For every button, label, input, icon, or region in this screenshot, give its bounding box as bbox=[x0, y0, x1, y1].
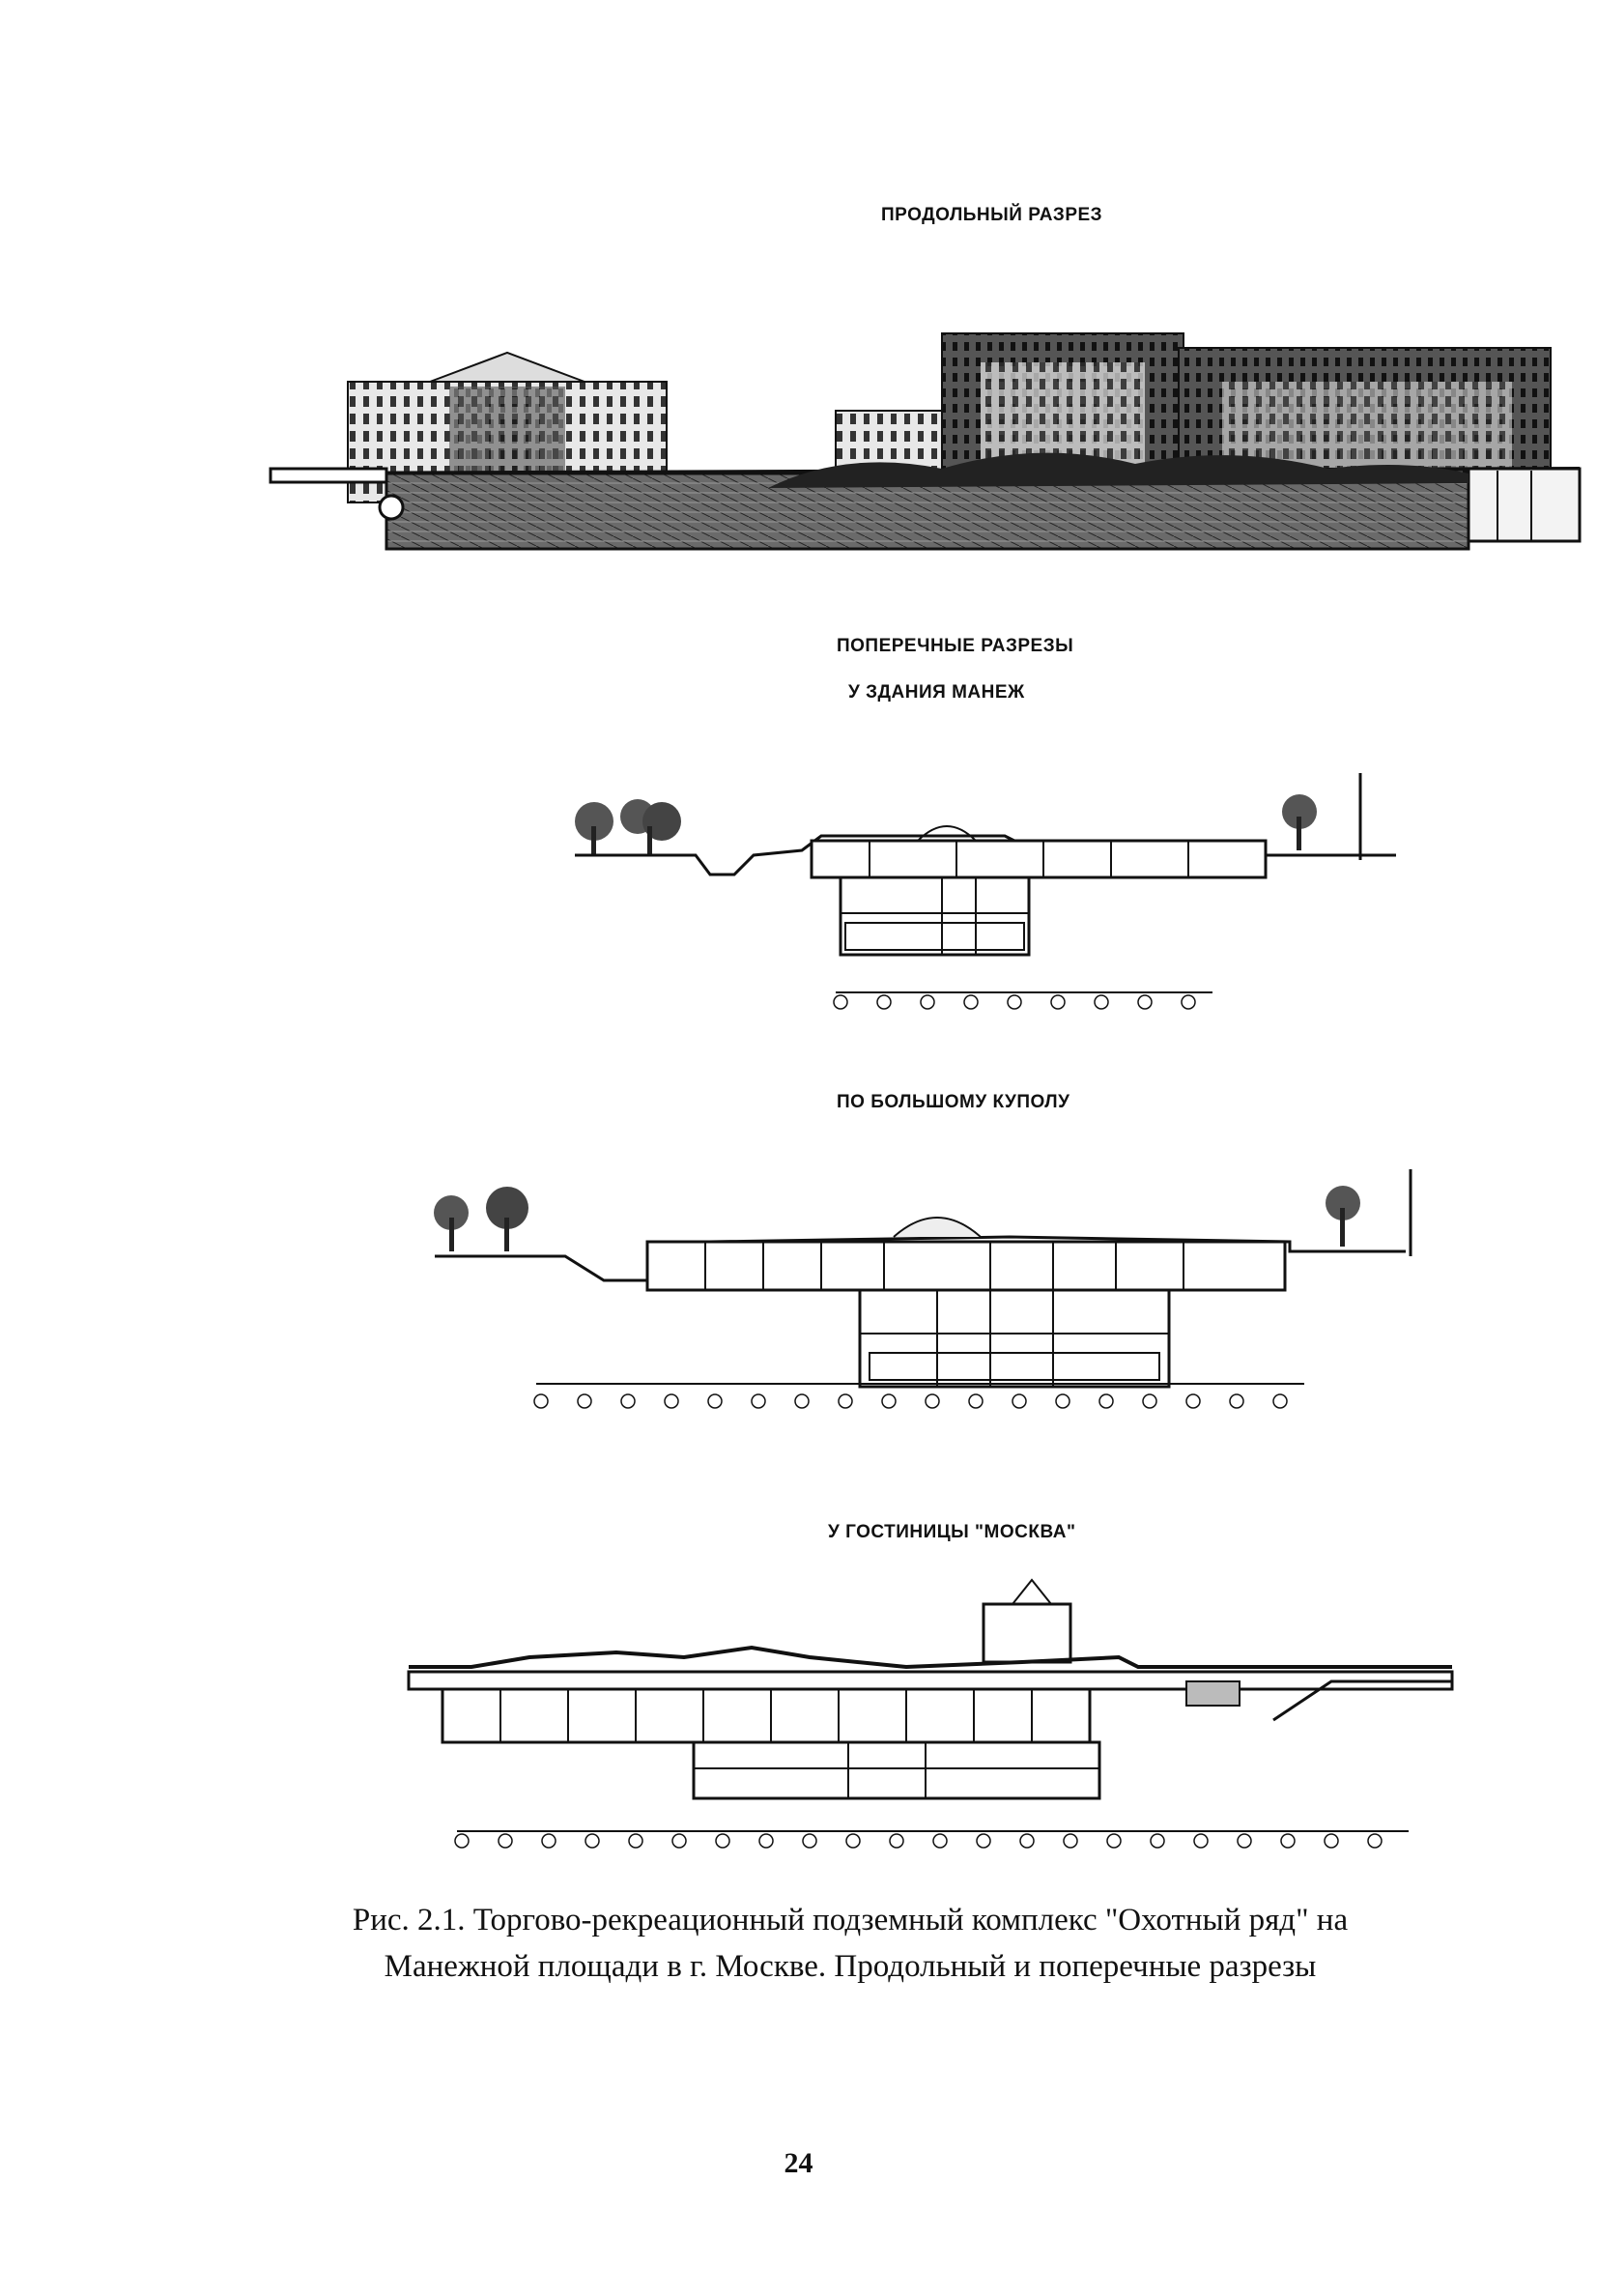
tree-icon bbox=[575, 799, 681, 855]
cross-manege-title: У ЗДАНИЯ МАНЕЖ bbox=[848, 682, 1025, 703]
cross-section-dome-drawing bbox=[434, 1169, 1412, 1409]
cross-section-manege-drawing bbox=[575, 773, 1396, 1010]
tree-icon bbox=[1282, 794, 1317, 850]
caption-line-2: Манежной площади в г. Москве. Продольный… bbox=[384, 1949, 1317, 1984]
figure-caption: Рис. 2.1. Торгово-рекреационный подземны… bbox=[290, 1897, 1411, 1990]
cross-section-hotel-drawing bbox=[407, 1578, 1454, 1849]
longitudinal-section-drawing bbox=[269, 332, 1582, 551]
cross-dome-title: ПО БОЛЬШОМУ КУПОЛУ bbox=[837, 1092, 1070, 1112]
longitudinal-section-title: ПРОДОЛЬНЫЙ РАЗРЕЗ bbox=[881, 205, 1103, 225]
tree-icon bbox=[1326, 1186, 1360, 1247]
cross-hotel-title: У ГОСТИНИЦЫ "МОСКВА" bbox=[828, 1522, 1076, 1542]
cross-sections-title: ПОПЕРЕЧНЫЕ РАЗРЕЗЫ bbox=[837, 636, 1074, 656]
tower bbox=[982, 1602, 1072, 1664]
page-number: 24 bbox=[784, 2147, 813, 2179]
tree-icon bbox=[434, 1187, 528, 1251]
dome bbox=[893, 1217, 982, 1238]
tower-roof bbox=[1010, 1578, 1054, 1605]
caption-line-1: Рис. 2.1. Торгово-рекреационный подземны… bbox=[352, 1903, 1349, 1937]
metro-tunnel-icon bbox=[378, 494, 405, 521]
